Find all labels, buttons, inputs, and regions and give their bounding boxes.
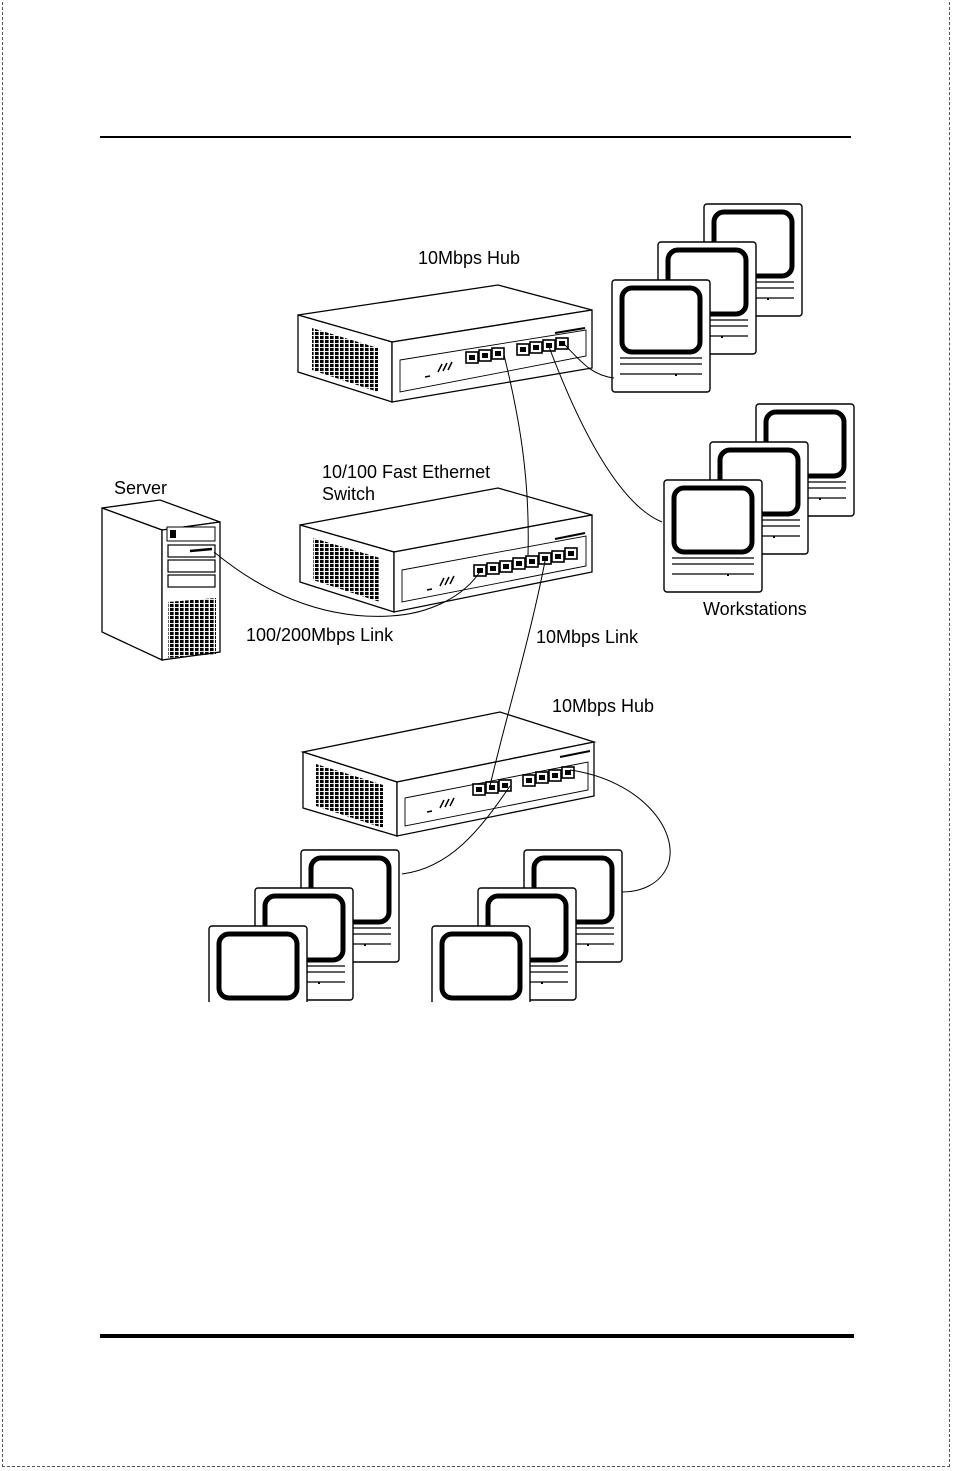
- footer-rule: [100, 1334, 854, 1338]
- workstation-group-bottom-left: [209, 850, 399, 1038]
- label-hub-top: 10Mbps Hub: [418, 248, 520, 268]
- header-rule: [100, 136, 851, 138]
- label-workstations: Workstations: [703, 599, 807, 619]
- hub-top: [297, 284, 593, 403]
- workstation-group-middle-right: [664, 404, 854, 592]
- fast-ethernet-switch: [299, 487, 593, 613]
- workstation-group-top-right: [612, 204, 802, 392]
- hub-bottom: [300, 711, 597, 837]
- label-10mbps-link: 10Mbps Link: [536, 627, 639, 647]
- network-cables: [213, 341, 671, 893]
- label-server-link: 100/200Mbps Link: [246, 625, 394, 645]
- label-hub-bottom: 10Mbps Hub: [552, 696, 654, 716]
- label-server: Server: [114, 478, 167, 498]
- label-switch-line2: Switch: [322, 484, 375, 504]
- workstation-group-bottom-center: [432, 850, 622, 1038]
- label-switch-line1: 10/100 Fast Ethernet: [322, 462, 490, 482]
- server-tower: [101, 499, 221, 662]
